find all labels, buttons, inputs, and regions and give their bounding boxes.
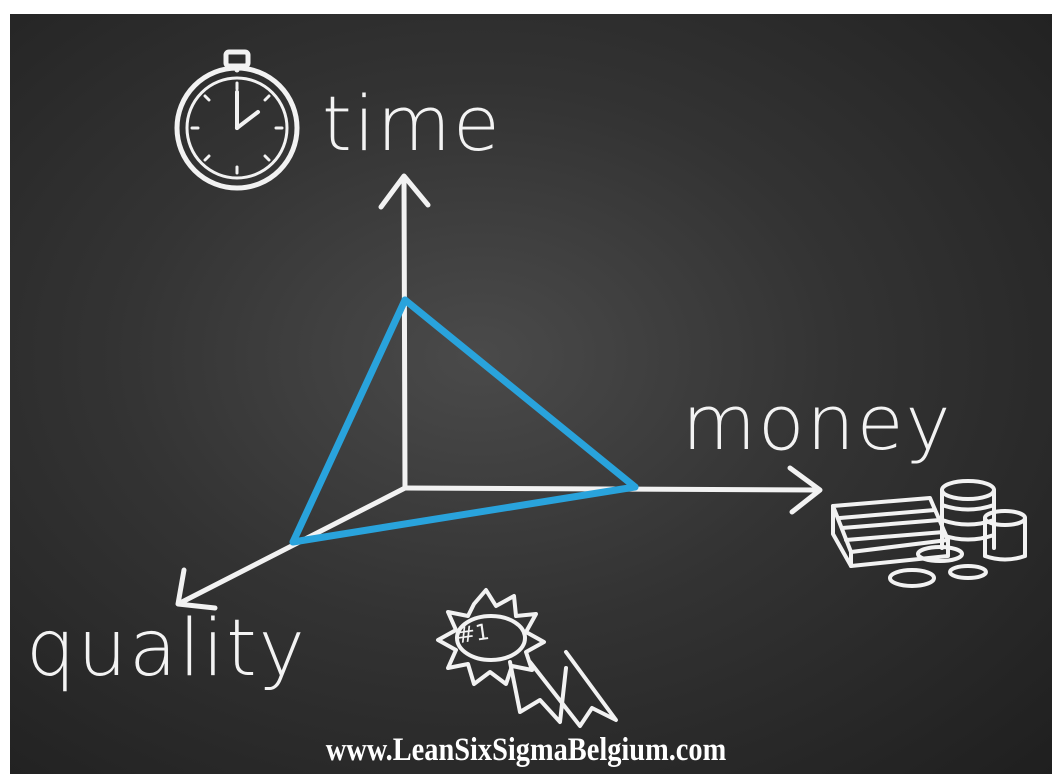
triangle-money-quality <box>289 483 639 546</box>
time-axis <box>401 175 408 491</box>
money-stack-icon <box>831 479 1027 588</box>
time-axis-arrowhead <box>378 173 431 210</box>
stopwatch-icon <box>174 49 300 191</box>
triangle-time-money <box>401 296 639 491</box>
quality-axis-arrowhead <box>175 567 218 611</box>
money-label: money <box>682 378 953 467</box>
website-url: www.LeanSixSigmaBelgium.com <box>325 732 727 768</box>
award-number-label: #1 <box>455 619 492 650</box>
quality-label: quality <box>26 604 307 694</box>
money-axis-arrowhead <box>787 465 823 515</box>
triangle-quality-time <box>289 296 409 546</box>
time-label: time <box>322 79 502 168</box>
tradeoff-triangle <box>289 296 639 546</box>
award-ribbon-icon <box>436 588 618 728</box>
